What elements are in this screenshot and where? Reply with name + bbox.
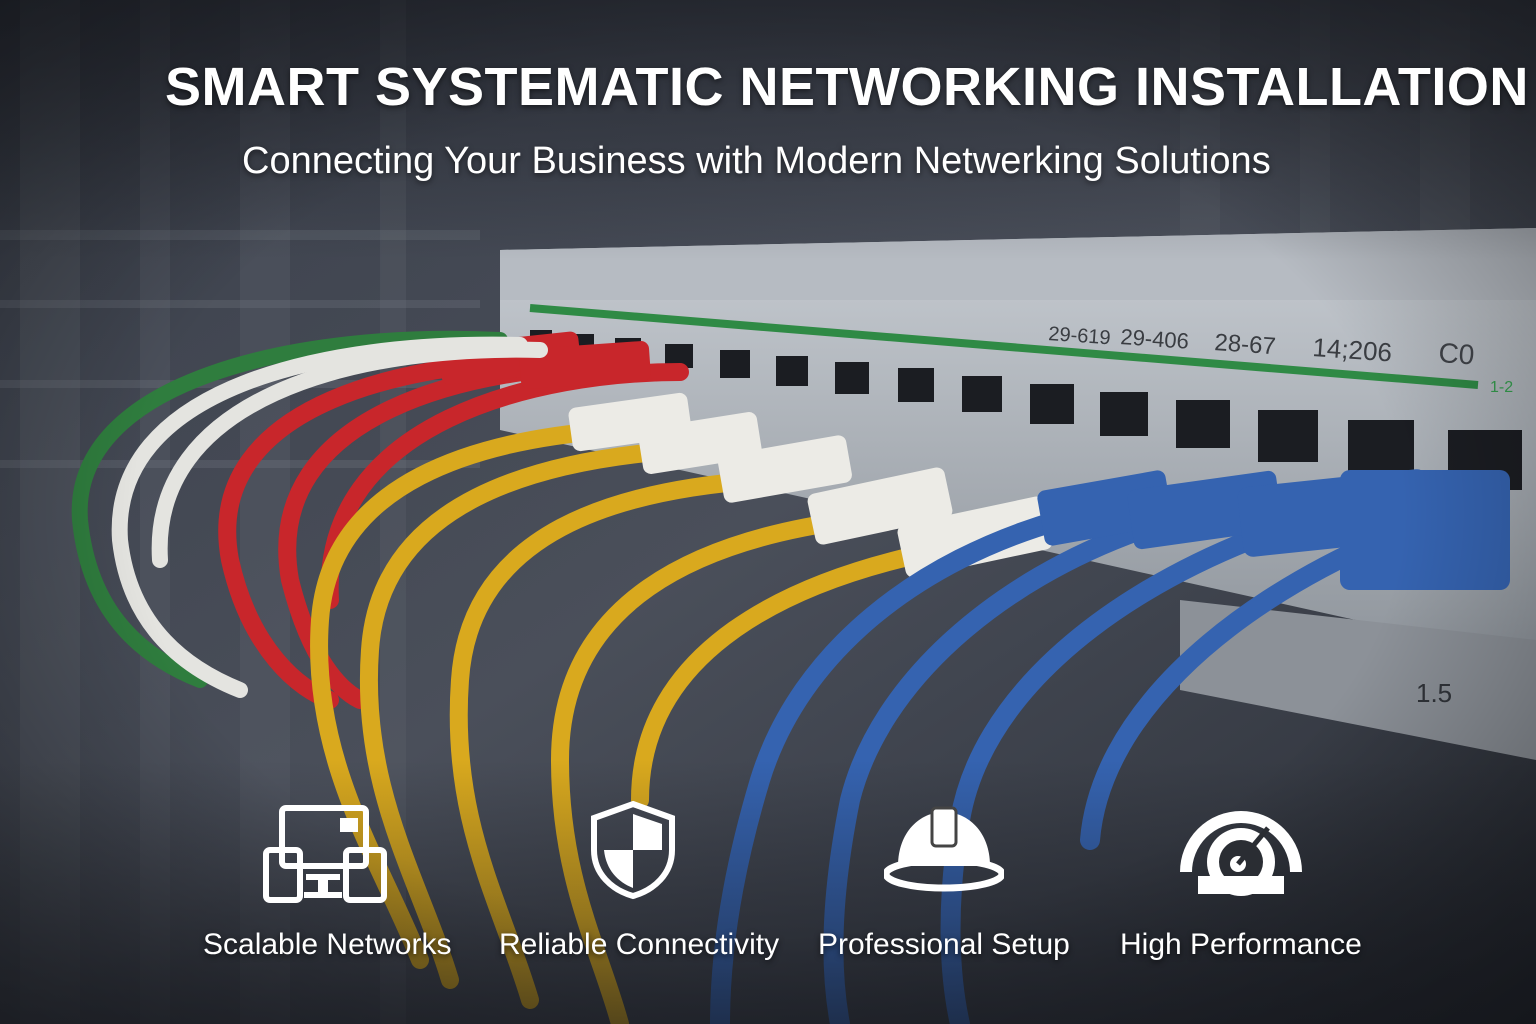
shield-icon xyxy=(591,800,675,900)
switch-label: 28-67 xyxy=(1214,329,1277,360)
speedometer-icon xyxy=(1180,811,1302,896)
page-title: SMART SYSTEMATIC NETWORKING INSTALLATION xyxy=(165,57,1529,117)
feature-label-professional: Professional Setup xyxy=(818,928,1070,961)
switch-label: 14;206 xyxy=(1312,332,1393,367)
switch-label: 29-406 xyxy=(1120,324,1190,354)
switch-label: 29-619 xyxy=(1048,323,1112,349)
feature-label-performance: High Performance xyxy=(1120,928,1362,961)
hard-hat-icon xyxy=(884,806,1004,892)
feature-label-reliable: Reliable Connectivity xyxy=(499,928,780,961)
bracket-label: 1.5 xyxy=(1416,678,1452,708)
page-subtitle: Connecting Your Business with Modern Net… xyxy=(242,140,1271,182)
feature-label-scalable: Scalable Networks xyxy=(203,928,452,961)
devices-icon xyxy=(263,805,387,903)
switch-label: 1-2 xyxy=(1490,379,1513,396)
switch-label: C0 xyxy=(1438,337,1476,370)
